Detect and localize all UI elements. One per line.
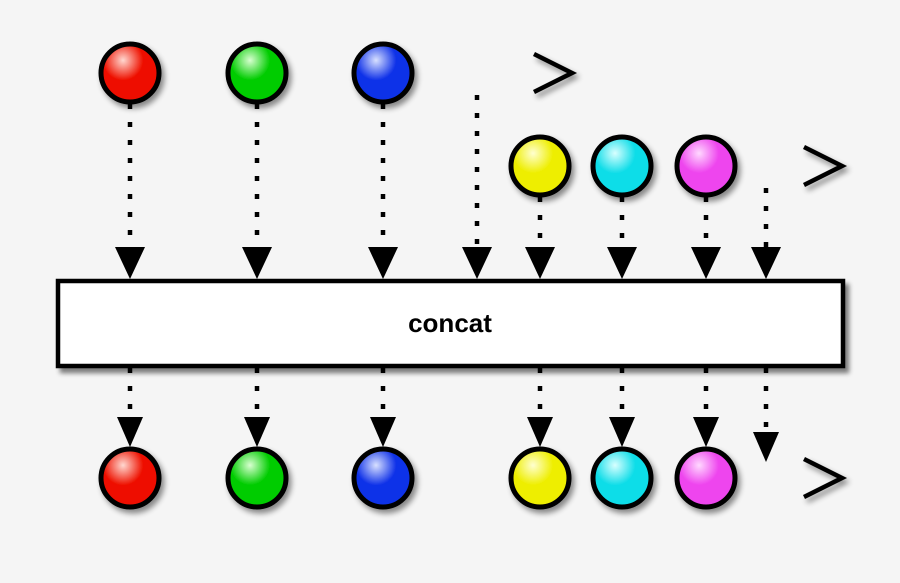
marble-circle[interactable] bbox=[674, 446, 738, 510]
marble-circle[interactable] bbox=[508, 446, 572, 510]
connector-out-red bbox=[117, 368, 143, 447]
marble-circle[interactable] bbox=[508, 134, 572, 198]
timelines-layer bbox=[58, 48, 848, 503]
timeline-arrow-head bbox=[802, 144, 848, 188]
connector-out-magenta bbox=[693, 368, 719, 447]
connector-complete-2 bbox=[751, 188, 781, 279]
arrow-head bbox=[607, 247, 637, 279]
marble-circle[interactable] bbox=[674, 134, 738, 198]
marble-green-source-observable-1[interactable] bbox=[225, 41, 289, 105]
output-connectors-layer bbox=[117, 368, 779, 462]
marble-green-result-observable[interactable] bbox=[225, 446, 289, 510]
marbles-layer bbox=[98, 41, 738, 510]
arrow-head bbox=[693, 417, 719, 447]
marble-red-source-observable-1[interactable] bbox=[98, 41, 162, 105]
marble-red-result-observable[interactable] bbox=[98, 446, 162, 510]
marble-circle[interactable] bbox=[351, 41, 415, 105]
arrow-head bbox=[244, 417, 270, 447]
operator-label-layer: concat bbox=[408, 308, 492, 338]
connector-magenta bbox=[691, 197, 721, 279]
arrow-head bbox=[462, 247, 492, 279]
arrow-head bbox=[525, 247, 555, 279]
arrow-head bbox=[115, 247, 145, 279]
operator-label: concat bbox=[408, 308, 492, 338]
connector-out-blue bbox=[370, 368, 396, 447]
marble-blue-result-observable[interactable] bbox=[351, 446, 415, 510]
operator-box-layer bbox=[55, 278, 846, 369]
marble-circle[interactable] bbox=[225, 446, 289, 510]
operator-box bbox=[55, 278, 846, 369]
timeline-arrow-head bbox=[802, 456, 848, 500]
connector-out-green bbox=[244, 368, 270, 447]
marble-magenta-result-observable[interactable] bbox=[674, 446, 738, 510]
timeline-arrow-head bbox=[532, 51, 578, 95]
arrow-head bbox=[691, 247, 721, 279]
arrow-head bbox=[117, 417, 143, 447]
arrow-head bbox=[609, 417, 635, 447]
marble-circle[interactable] bbox=[590, 446, 654, 510]
connector-red bbox=[115, 104, 145, 279]
arrow-head bbox=[368, 247, 398, 279]
connector-cyan bbox=[607, 197, 637, 279]
arrow-head bbox=[753, 432, 779, 462]
marble-cyan-source-observable-2[interactable] bbox=[590, 134, 654, 198]
connector-blue bbox=[368, 104, 398, 279]
arrow-head bbox=[527, 417, 553, 447]
connector-out-complete bbox=[753, 368, 779, 462]
marble-yellow-result-observable[interactable] bbox=[508, 446, 572, 510]
marble-yellow-source-observable-2[interactable] bbox=[508, 134, 572, 198]
marble-circle[interactable] bbox=[351, 446, 415, 510]
connector-out-cyan bbox=[609, 368, 635, 447]
connector-yellow bbox=[525, 197, 555, 279]
marble-circle[interactable] bbox=[98, 41, 162, 105]
connector-out-yellow bbox=[527, 368, 553, 447]
marble-magenta-source-observable-2[interactable] bbox=[674, 134, 738, 198]
marble-blue-source-observable-1[interactable] bbox=[351, 41, 415, 105]
marble-circle[interactable] bbox=[590, 134, 654, 198]
arrow-head bbox=[751, 247, 781, 279]
marble-cyan-result-observable[interactable] bbox=[590, 446, 654, 510]
input-connectors-layer bbox=[115, 95, 781, 279]
arrow-head bbox=[370, 417, 396, 447]
arrow-head bbox=[242, 247, 272, 279]
connector-complete-1 bbox=[462, 95, 492, 279]
marble-circle[interactable] bbox=[98, 446, 162, 510]
connector-green bbox=[242, 104, 272, 279]
marble-circle[interactable] bbox=[225, 41, 289, 105]
